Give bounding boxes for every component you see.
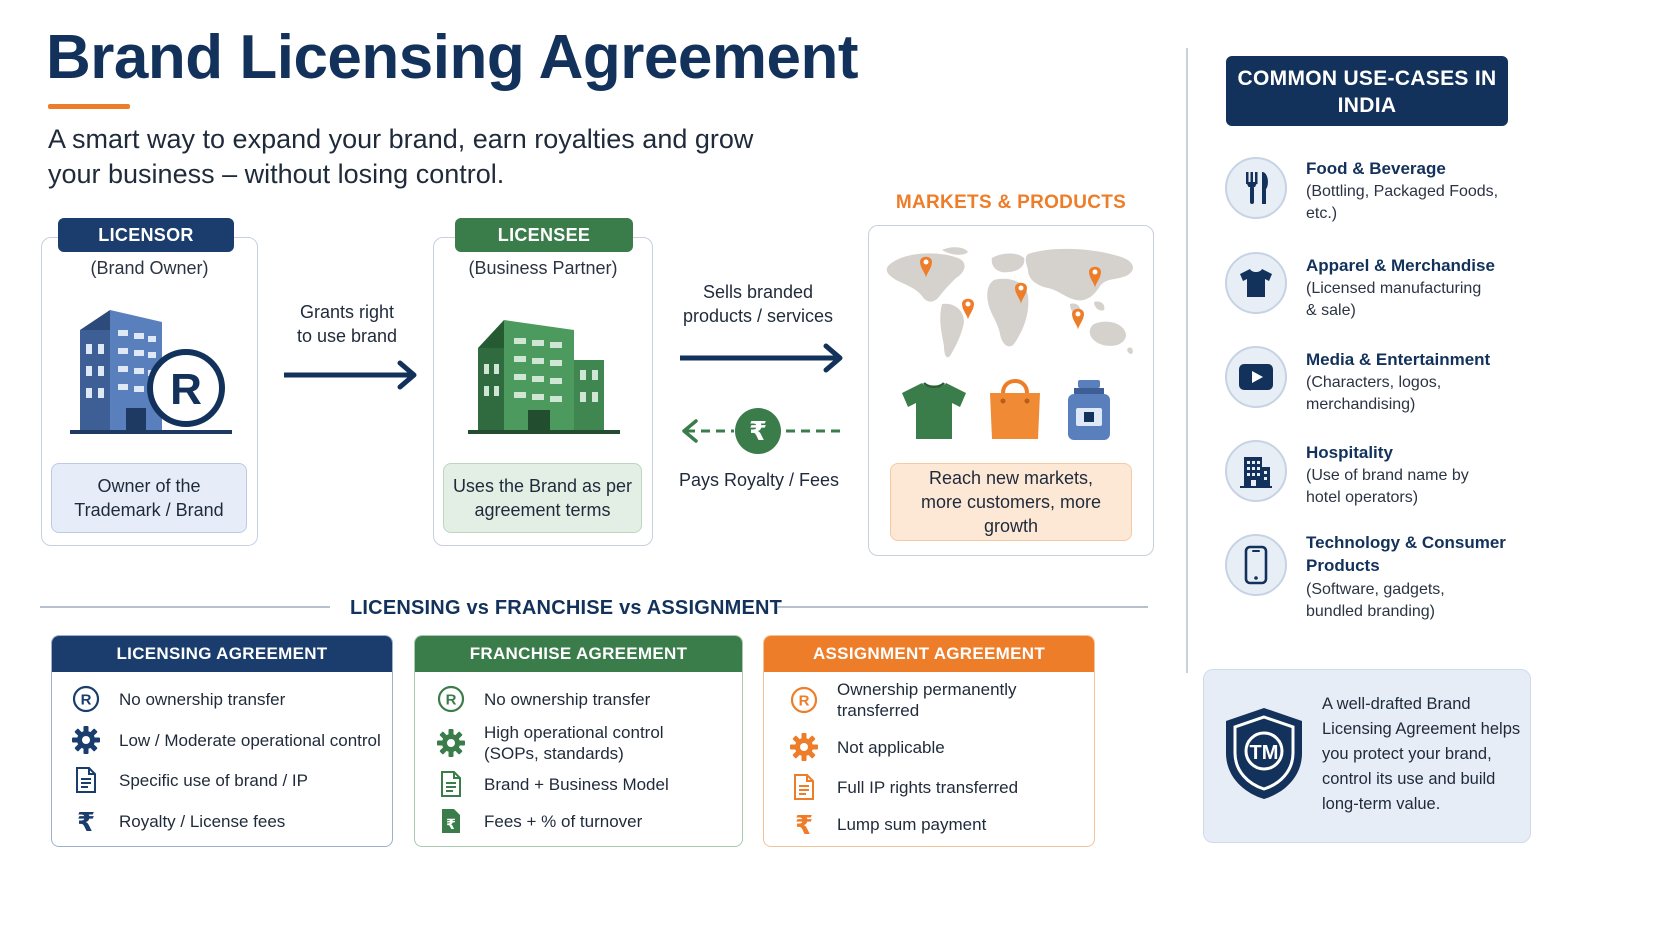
use-case-title: Hospitality: [1306, 443, 1393, 462]
document-icon: [71, 765, 101, 795]
franchise-row-fees: ₹ Fees + % of turnover: [436, 806, 642, 836]
franchise-card: FRANCHISE AGREEMENT: [414, 635, 743, 847]
svg-text:R: R: [81, 692, 92, 709]
gear-icon: [789, 732, 819, 762]
licensing-row-fees: ₹ Royalty / License fees: [71, 806, 285, 836]
rupee-coin-icon: ₹: [734, 407, 782, 460]
use-case-title: Apparel & Merchandise: [1306, 256, 1495, 275]
licensing-card-title: LICENSING AGREEMENT: [52, 636, 392, 672]
svg-text:₹: ₹: [749, 417, 767, 447]
tshirt-icon: [1225, 252, 1287, 314]
rupee-icon: ₹: [71, 806, 101, 836]
use-case-title: Media & Entertainment: [1306, 350, 1491, 369]
grants-label: Grants right to use brand: [296, 302, 398, 346]
comparison-line-right: [777, 606, 1148, 608]
use-case-desc: (Characters, logos, merchandising): [1306, 374, 1442, 413]
rupee-icon: ₹: [789, 809, 819, 839]
assignment-row-ownership: R Ownership permanently transferred: [789, 679, 1047, 721]
franchise-row-ownership: R No ownership transfer: [436, 684, 650, 714]
use-cases-title: COMMON USE-CASES IN INDIA: [1226, 56, 1508, 126]
svg-text:TM: TM: [1250, 742, 1279, 764]
licensing-card: LICENSING AGREEMENT: [51, 635, 393, 847]
trademark-shield-icon: TM: [1222, 705, 1306, 806]
page-title: Brand Licensing Agreement: [46, 23, 859, 92]
licensor-role: (Brand Owner): [90, 258, 209, 278]
fork-knife-icon: [1225, 157, 1287, 219]
licensing-row-use: Specific use of brand / IP: [71, 765, 308, 795]
registered-icon: R: [71, 684, 101, 714]
hotel-icon: [1225, 440, 1287, 502]
pays-label: Pays Royalty / Fees: [678, 470, 840, 490]
franchise-row-control: High operational control (SOPs, standard…: [436, 722, 684, 764]
licensing-row-control: Low / Moderate operational control: [71, 725, 381, 755]
gear-icon: [436, 728, 466, 758]
licensee-caption: Uses the Brand as per agreement terms: [443, 463, 642, 533]
title-underline: [48, 104, 130, 109]
svg-text:R: R: [170, 365, 202, 414]
sells-arrow: [678, 341, 848, 380]
use-case-desc: (Use of brand name by hotel operators): [1306, 467, 1469, 506]
use-case-desc: (Licensed manufacturing & sale): [1306, 280, 1482, 319]
licensing-row-ownership: R No ownership transfer: [71, 684, 285, 714]
shopping-bag-icon: [986, 373, 1044, 446]
grants-arrow: [282, 358, 422, 397]
smartphone-icon: [1225, 534, 1287, 596]
licensor-building-icon: R: [66, 300, 236, 445]
use-case-title: Food & Beverage: [1306, 159, 1446, 178]
sells-label: Sells branded products / services: [682, 282, 834, 326]
markets-title: MARKETS & PRODUCTS: [895, 192, 1127, 213]
licensee-building-icon: [464, 312, 624, 443]
franchise-row-brand: Brand + Business Model: [436, 769, 669, 799]
world-map-icon: [882, 244, 1140, 373]
assignment-card-title: ASSIGNMENT AGREEMENT: [764, 636, 1094, 672]
money-doc-icon: ₹: [436, 806, 466, 836]
use-case-desc: (Bottling, Packaged Foods, etc.): [1306, 183, 1499, 222]
royalty-arrow: [678, 406, 842, 461]
assignment-row-control: Not applicable: [789, 732, 945, 762]
licensee-role: (Business Partner): [468, 258, 618, 278]
play-icon: [1225, 346, 1287, 408]
licensor-pill: LICENSOR: [58, 218, 234, 252]
tshirt-product-icon: [898, 381, 970, 446]
registered-icon: R: [789, 685, 819, 715]
svg-text:R: R: [446, 692, 457, 709]
svg-text:₹: ₹: [77, 808, 95, 835]
use-case-title: Technology & Consumer Products: [1306, 533, 1506, 575]
markets-caption: Reach new markets, more customers, more …: [890, 463, 1132, 541]
assignment-row-payment: ₹ Lump sum payment: [789, 809, 986, 839]
page-subtitle: A smart way to expand your brand, earn r…: [48, 124, 754, 189]
vertical-divider: [1186, 48, 1188, 673]
document-icon: [789, 772, 819, 802]
registered-icon: R: [436, 684, 466, 714]
svg-text:₹: ₹: [795, 811, 813, 838]
franchise-card-title: FRANCHISE AGREEMENT: [415, 636, 742, 672]
assignment-row-ip: Full IP rights transferred: [789, 772, 1018, 802]
licensee-pill: LICENSEE: [455, 218, 633, 252]
document-icon: [436, 769, 466, 799]
comparison-title: LICENSING vs FRANCHISE vs ASSIGNMENT: [350, 597, 783, 619]
comparison-line-left: [40, 606, 330, 608]
protect-text: A well-drafted Brand Licensing Agreement…: [1322, 695, 1521, 813]
licensor-caption: Owner of the Trademark / Brand: [51, 463, 247, 533]
bottle-product-icon: [1064, 378, 1114, 447]
svg-text:₹: ₹: [446, 817, 456, 833]
assignment-card: ASSIGNMENT AGREEMENT: [763, 635, 1095, 847]
use-case-desc: (Software, gadgets, bundled branding): [1306, 581, 1445, 620]
svg-text:R: R: [799, 693, 810, 710]
gear-icon: [71, 725, 101, 755]
